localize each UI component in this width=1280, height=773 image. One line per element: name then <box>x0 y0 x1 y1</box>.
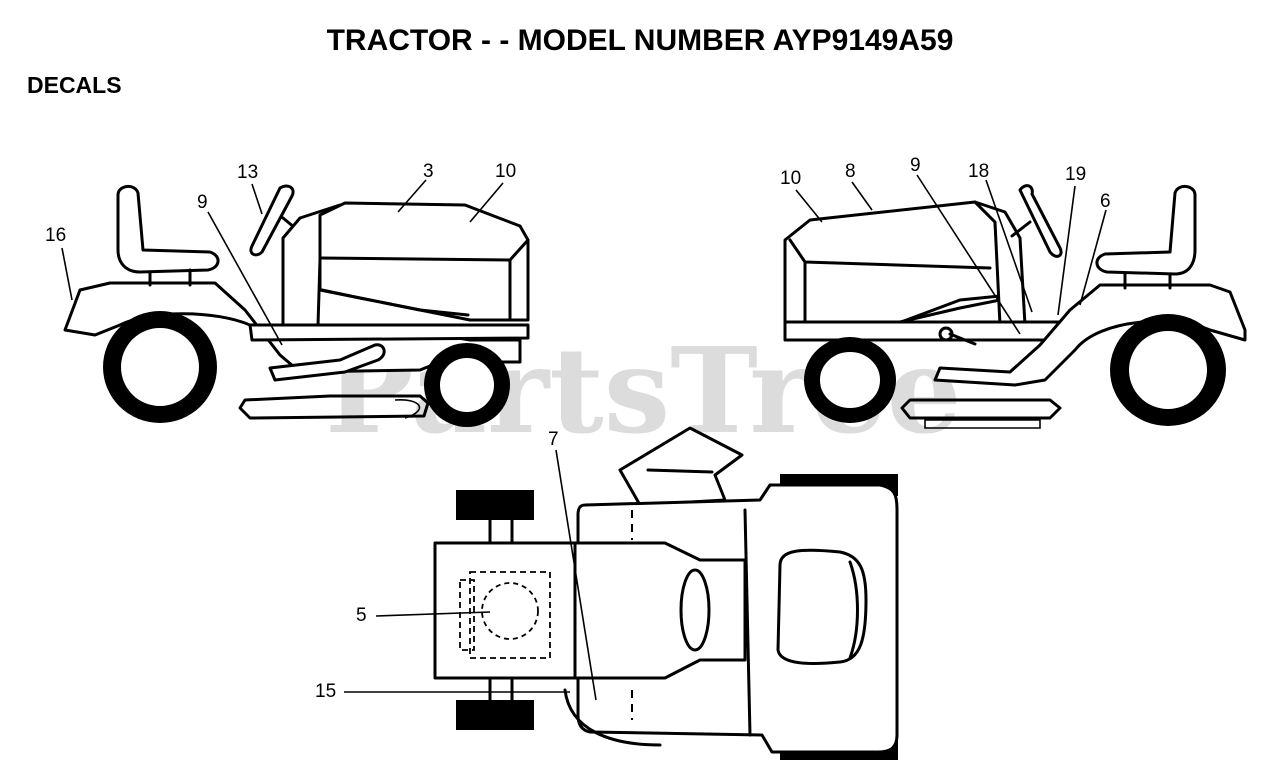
front-tire-top-lower <box>456 700 534 730</box>
callout-3: 3 <box>423 161 434 182</box>
mower-deck-right <box>900 398 1062 420</box>
decal-5-outline <box>469 571 551 659</box>
tractor-right-side-view <box>783 174 1247 429</box>
tractor-top-view <box>344 426 899 760</box>
hood-top <box>433 541 747 680</box>
frame-left <box>248 323 530 342</box>
steering-wheel-left <box>249 184 295 257</box>
callout-10-right: 10 <box>780 168 801 189</box>
section-label: DECALS <box>27 72 122 98</box>
callout-18: 18 <box>968 161 989 182</box>
callout-10-left: 10 <box>495 161 516 182</box>
callout-5: 5 <box>356 605 367 626</box>
hood-left <box>318 201 530 322</box>
callout-16: 16 <box>45 225 66 246</box>
seat-top <box>776 548 868 665</box>
page-title: TRACTOR - - MODEL NUMBER AYP9149A59 <box>326 24 954 57</box>
callout-9-right: 9 <box>910 155 921 176</box>
mower-deck-left <box>238 394 430 420</box>
front-tire-top-upper <box>456 490 534 520</box>
callout-15: 15 <box>315 681 336 702</box>
tractor-left-side-view <box>61 179 530 427</box>
callout-7: 7 <box>548 429 559 450</box>
seat-right <box>1095 185 1197 276</box>
footrest-left <box>268 343 386 382</box>
seat-left <box>116 185 220 274</box>
callout-13: 13 <box>237 162 258 183</box>
callout-19: 19 <box>1065 164 1086 185</box>
callout-9-left: 9 <box>197 192 208 213</box>
steering-wheel-right <box>1018 184 1063 258</box>
callout-8: 8 <box>845 161 856 182</box>
callout-6: 6 <box>1100 191 1111 212</box>
